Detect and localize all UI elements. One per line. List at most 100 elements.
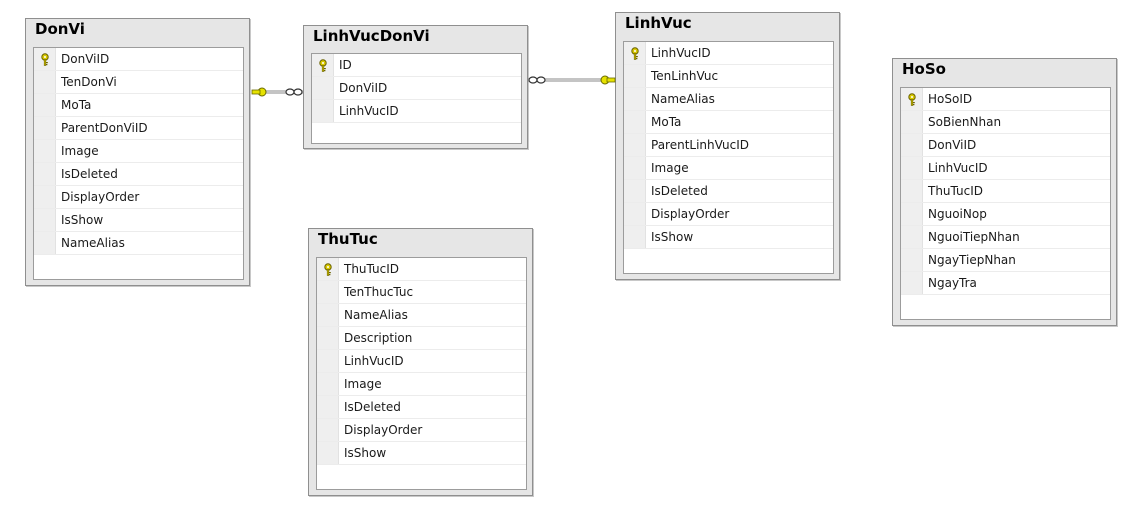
row-selector[interactable] <box>901 180 923 202</box>
column-name: TenDonVi <box>61 75 117 89</box>
row-selector[interactable] <box>901 157 923 179</box>
column-row[interactable]: ParentLinhVucID <box>624 134 833 157</box>
row-selector[interactable] <box>901 88 923 110</box>
row-selector[interactable] <box>624 111 646 133</box>
column-row[interactable]: LinhVucID <box>312 100 521 123</box>
row-selector[interactable] <box>317 373 339 395</box>
column-name: IsShow <box>61 213 104 227</box>
column-row[interactable]: NameAlias <box>317 304 526 327</box>
column-row[interactable]: IsDeleted <box>34 163 243 186</box>
row-selector[interactable] <box>624 180 646 202</box>
row-selector[interactable] <box>317 281 339 303</box>
column-row[interactable]: LinhVucID <box>624 42 833 65</box>
column-row[interactable]: TenThucTuc <box>317 281 526 304</box>
row-selector[interactable] <box>901 111 923 133</box>
primary-key-icon <box>318 58 328 72</box>
row-selector[interactable] <box>624 226 646 248</box>
row-selector[interactable] <box>624 65 646 87</box>
column-row[interactable]: MoTa <box>624 111 833 134</box>
column-row[interactable]: TenDonVi <box>34 71 243 94</box>
column-row[interactable]: MoTa <box>34 94 243 117</box>
column-row[interactable]: ThuTucID <box>317 258 526 281</box>
column-name: IsDeleted <box>61 167 118 181</box>
column-row[interactable]: SoBienNhan <box>901 111 1110 134</box>
row-selector[interactable] <box>312 77 334 99</box>
column-row[interactable]: HoSoID <box>901 88 1110 111</box>
column-row[interactable]: DisplayOrder <box>34 186 243 209</box>
column-row[interactable]: IsShow <box>34 209 243 232</box>
column-row[interactable]: IsDeleted <box>317 396 526 419</box>
row-selector[interactable] <box>34 71 56 93</box>
row-selector[interactable] <box>34 163 56 185</box>
row-selector[interactable] <box>317 258 339 280</box>
column-row[interactable]: ParentDonViID <box>34 117 243 140</box>
column-row[interactable]: DisplayOrder <box>624 203 833 226</box>
column-name: LinhVucID <box>928 161 988 175</box>
column-name: DonViID <box>339 81 388 95</box>
column-row[interactable]: NameAlias <box>34 232 243 255</box>
column-row[interactable]: NguoiNop <box>901 203 1110 226</box>
column-row[interactable]: Image <box>624 157 833 180</box>
row-selector[interactable] <box>34 48 56 70</box>
row-selector[interactable] <box>34 209 56 231</box>
column-row[interactable]: IsShow <box>624 226 833 249</box>
primary-key-icon <box>40 52 50 66</box>
row-selector[interactable] <box>34 140 56 162</box>
row-selector[interactable] <box>317 327 339 349</box>
column-name: IsDeleted <box>651 184 708 198</box>
row-selector[interactable] <box>317 304 339 326</box>
column-row[interactable]: IsDeleted <box>624 180 833 203</box>
row-selector[interactable] <box>317 419 339 441</box>
row-selector[interactable] <box>624 134 646 156</box>
infinity-icon <box>528 76 546 84</box>
column-name: MoTa <box>651 115 682 129</box>
column-name: DonViID <box>928 138 977 152</box>
row-selector[interactable] <box>624 157 646 179</box>
key-icon <box>600 75 616 85</box>
column-row[interactable]: DonViID <box>312 77 521 100</box>
column-row[interactable]: ThuTucID <box>901 180 1110 203</box>
row-selector[interactable] <box>34 94 56 116</box>
row-selector[interactable] <box>34 232 56 254</box>
column-row[interactable]: Image <box>317 373 526 396</box>
column-row[interactable]: DisplayOrder <box>317 419 526 442</box>
column-name: ThuTucID <box>928 184 984 198</box>
column-name: ParentLinhVucID <box>651 138 750 152</box>
row-selector[interactable] <box>34 117 56 139</box>
row-selector[interactable] <box>317 442 339 464</box>
row-selector[interactable] <box>34 186 56 208</box>
row-selector[interactable] <box>317 350 339 372</box>
row-selector[interactable] <box>624 203 646 225</box>
row-selector[interactable] <box>901 203 923 225</box>
column-row[interactable]: DonViID <box>34 48 243 71</box>
relationship-donvi-linhvucdonvi[interactable] <box>251 87 303 97</box>
row-selector[interactable] <box>624 88 646 110</box>
column-row[interactable]: TenLinhVuc <box>624 65 833 88</box>
row-selector[interactable] <box>624 42 646 64</box>
column-row[interactable]: LinhVucID <box>901 157 1110 180</box>
column-row[interactable]: Image <box>34 140 243 163</box>
column-row[interactable]: NgayTra <box>901 272 1110 295</box>
column-row[interactable]: LinhVucID <box>317 350 526 373</box>
column-row[interactable]: NgayTiepNhan <box>901 249 1110 272</box>
row-selector[interactable] <box>901 226 923 248</box>
row-selector[interactable] <box>901 272 923 294</box>
column-name: DisplayOrder <box>651 207 730 221</box>
column-row[interactable]: Description <box>317 327 526 350</box>
column-row[interactable]: ID <box>312 54 521 77</box>
row-selector[interactable] <box>901 249 923 271</box>
column-row[interactable]: DonViID <box>901 134 1110 157</box>
column-row[interactable]: NguoiTiepNhan <box>901 226 1110 249</box>
column-row[interactable]: NameAlias <box>624 88 833 111</box>
row-selector[interactable] <box>901 134 923 156</box>
row-selector[interactable] <box>312 100 334 122</box>
row-selector[interactable] <box>312 54 334 76</box>
column-row[interactable]: IsShow <box>317 442 526 465</box>
row-selector[interactable] <box>317 396 339 418</box>
relationship-linhvucdonvi-linhvuc[interactable] <box>528 75 616 85</box>
